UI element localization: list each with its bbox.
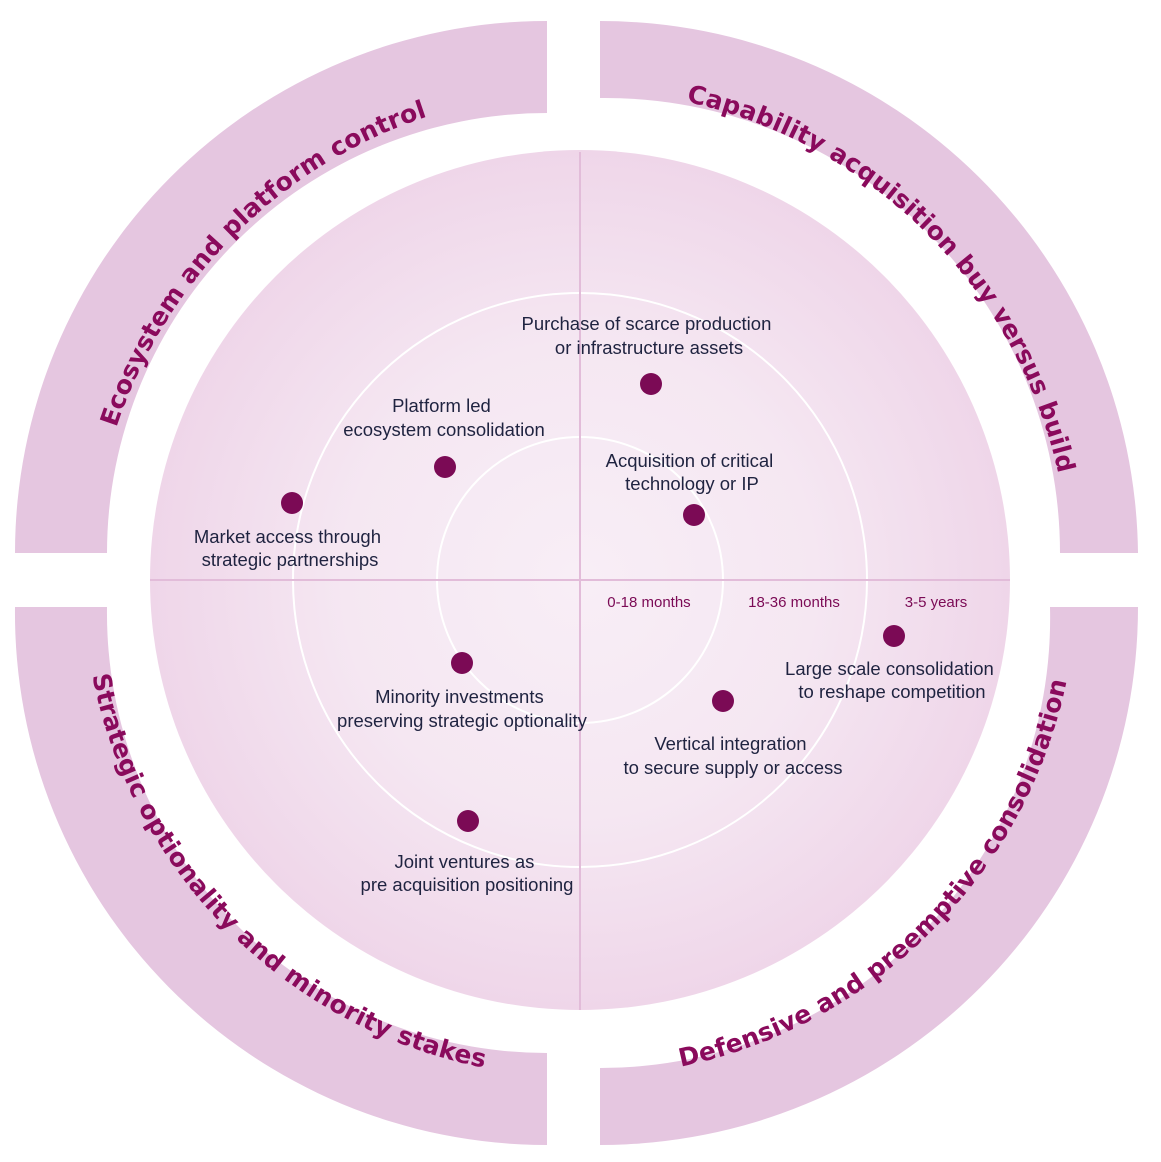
label-purchase-scarce-assets: Purchase of scarce production or infrast… <box>521 313 776 358</box>
marker-large-scale-consolidation <box>883 625 905 647</box>
ring-label-outer: 3-5 years <box>905 594 968 611</box>
marker-vertical-integration <box>712 690 734 712</box>
label-acquisition-critical-tech: Acquisition of critical technology or IP <box>606 450 779 494</box>
marker-joint-ventures <box>457 810 479 832</box>
quadrant-bands <box>14 21 1138 1145</box>
label-minority-investments: Minority investments preserving strategi… <box>337 686 588 731</box>
marker-platform-led-consolidation <box>434 456 456 478</box>
ring-label-inner: 0-18 months <box>607 594 690 611</box>
marker-purchase-scarce-assets <box>640 373 662 395</box>
band-top-left <box>15 21 547 553</box>
label-joint-ventures: Joint ventures as pre acquisition positi… <box>361 851 574 895</box>
band-bottom-left <box>14 607 547 1145</box>
marker-acquisition-critical-tech <box>683 504 705 526</box>
label-market-access-partnerships: Market access through strategic partners… <box>194 526 386 570</box>
label-vertical-integration: Vertical integration to secure supply or… <box>623 733 842 778</box>
ring-label-middle: 18-36 months <box>748 594 840 611</box>
markers <box>281 373 905 832</box>
marker-minority-investments <box>451 652 473 674</box>
label-platform-led-consolidation: Platform led ecosystem consolidation <box>343 395 545 440</box>
marker-market-access-partnerships <box>281 492 303 514</box>
band-bottom-right <box>600 607 1138 1145</box>
band-top-right <box>600 21 1138 553</box>
label-large-scale-consolidation: Large scale consolidation to reshape com… <box>785 658 999 702</box>
